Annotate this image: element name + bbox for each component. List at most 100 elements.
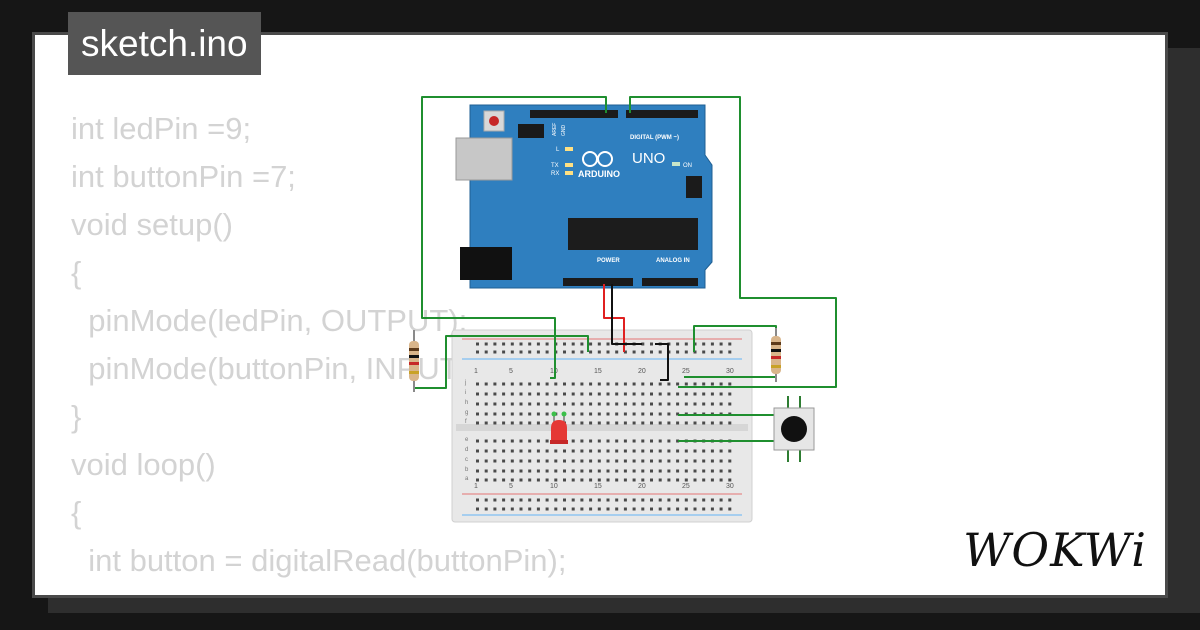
breadboard-hole <box>667 507 671 511</box>
breadboard-row-letters: j i h g f e d c b a <box>464 380 469 482</box>
breadboard-hole <box>528 412 532 416</box>
breadboard-hole <box>719 392 723 396</box>
column-number: 25 <box>682 368 690 375</box>
breadboard-hole <box>528 498 532 502</box>
breadboard-hole <box>667 459 671 463</box>
breadboard-hole <box>476 392 479 396</box>
breadboard-hole <box>728 342 732 346</box>
breadboard-hole <box>519 469 523 473</box>
breadboard-hole <box>684 469 688 473</box>
breadboard-hole <box>493 412 497 416</box>
breadboard-hole <box>589 439 593 443</box>
breadboard-hole <box>571 342 575 346</box>
breadboard-hole <box>502 350 506 354</box>
breadboard-hole <box>493 507 497 511</box>
resistor[interactable] <box>409 330 419 392</box>
breadboard-hole <box>493 342 497 346</box>
column-number: 25 <box>682 483 690 490</box>
breadboard-hole <box>580 449 584 453</box>
breadboard-hole <box>545 459 549 463</box>
breadboard-hole <box>484 412 488 416</box>
breadboard-hole <box>623 382 627 386</box>
breadboard-hole <box>728 478 732 482</box>
breadboard-hole <box>684 449 688 453</box>
breadboard-hole <box>545 350 549 354</box>
breadboard-hole <box>597 421 601 425</box>
breadboard-hole <box>580 498 584 502</box>
breadboard-hole <box>510 507 514 511</box>
breadboard-hole <box>571 459 575 463</box>
code-line: void setup() <box>71 207 233 242</box>
breadboard-hole <box>606 439 610 443</box>
breadboard-hole <box>632 382 636 386</box>
row-letter: a <box>465 476 469 482</box>
breadboard-hole <box>519 392 523 396</box>
breadboard-hole <box>597 392 601 396</box>
breadboard-hole <box>676 382 680 386</box>
breadboard-hole <box>710 392 714 396</box>
breadboard-hole <box>571 449 575 453</box>
breadboard-hole <box>650 469 653 473</box>
breadboard-hole <box>519 412 523 416</box>
breadboard-hole <box>589 421 593 425</box>
breadboard-hole <box>519 439 523 443</box>
breadboard-hole <box>606 412 610 416</box>
resistor[interactable] <box>771 328 781 382</box>
breadboard-hole <box>658 478 662 482</box>
breadboard-hole <box>658 459 662 463</box>
wokwi-logo: WOKWi <box>963 523 1147 577</box>
breadboard-hole <box>641 478 645 482</box>
breadboard-hole <box>589 392 593 396</box>
breadboard-hole <box>606 382 610 386</box>
breadboard-hole <box>650 402 653 406</box>
breadboard-hole <box>589 478 593 482</box>
breadboard-hole <box>545 421 549 425</box>
wire-gnd <box>611 284 642 345</box>
breadboard-hole <box>641 350 645 354</box>
breadboard: 1 5 10 15 20 25 30 1 5 10 15 20 25 30 j … <box>451 329 753 523</box>
breadboard-hole <box>493 449 497 453</box>
breadboard-hole <box>606 402 610 406</box>
breadboard-hole <box>719 350 723 354</box>
led-l <box>565 147 573 151</box>
breadboard-hole <box>693 402 697 406</box>
breadboard-hole <box>702 459 706 463</box>
breadboard-hole <box>571 392 575 396</box>
breadboard-hole <box>597 439 601 443</box>
board-model: UNO <box>632 150 665 167</box>
code-line: int buttonPin =7; <box>71 159 296 194</box>
breadboard-hole <box>676 421 680 425</box>
breadboard-hole <box>623 402 627 406</box>
column-number: 30 <box>726 483 734 490</box>
breadboard-hole <box>484 459 488 463</box>
breadboard-hole <box>563 449 566 453</box>
breadboard-hole <box>632 421 636 425</box>
breadboard-hole <box>580 402 584 406</box>
arduino-uno-board[interactable]: ARDUINO UNO DIGITAL (PWM ~) POWER ANALOG… <box>455 104 713 289</box>
breadboard-hole <box>728 382 732 386</box>
breadboard-hole <box>476 439 479 443</box>
breadboard-hole <box>571 350 575 354</box>
red-led[interactable] <box>550 411 568 445</box>
wokwi-logo-text: WOKWi <box>963 523 1147 577</box>
breadboard-hole <box>597 469 601 473</box>
breadboard-hole <box>476 507 479 511</box>
breadboard-hole <box>571 469 575 473</box>
breadboard-hole <box>580 469 584 473</box>
breadboard-hole <box>623 421 627 425</box>
row-letter: f <box>465 419 467 425</box>
breadboard-hole <box>536 412 540 416</box>
breadboard-hole <box>536 478 540 482</box>
row-letter: d <box>465 447 468 453</box>
pushbutton[interactable] <box>773 396 815 462</box>
breadboard-hole <box>728 350 732 354</box>
breadboard-hole <box>702 350 706 354</box>
breadboard-hole <box>728 402 732 406</box>
breadboard-hole <box>536 449 540 453</box>
breadboard-hole <box>484 402 488 406</box>
breadboard-hole <box>493 392 497 396</box>
breadboard-hole <box>580 439 584 443</box>
breadboard-hole <box>650 421 653 425</box>
breadboard-hole <box>528 392 532 396</box>
column-number: 15 <box>594 368 602 375</box>
